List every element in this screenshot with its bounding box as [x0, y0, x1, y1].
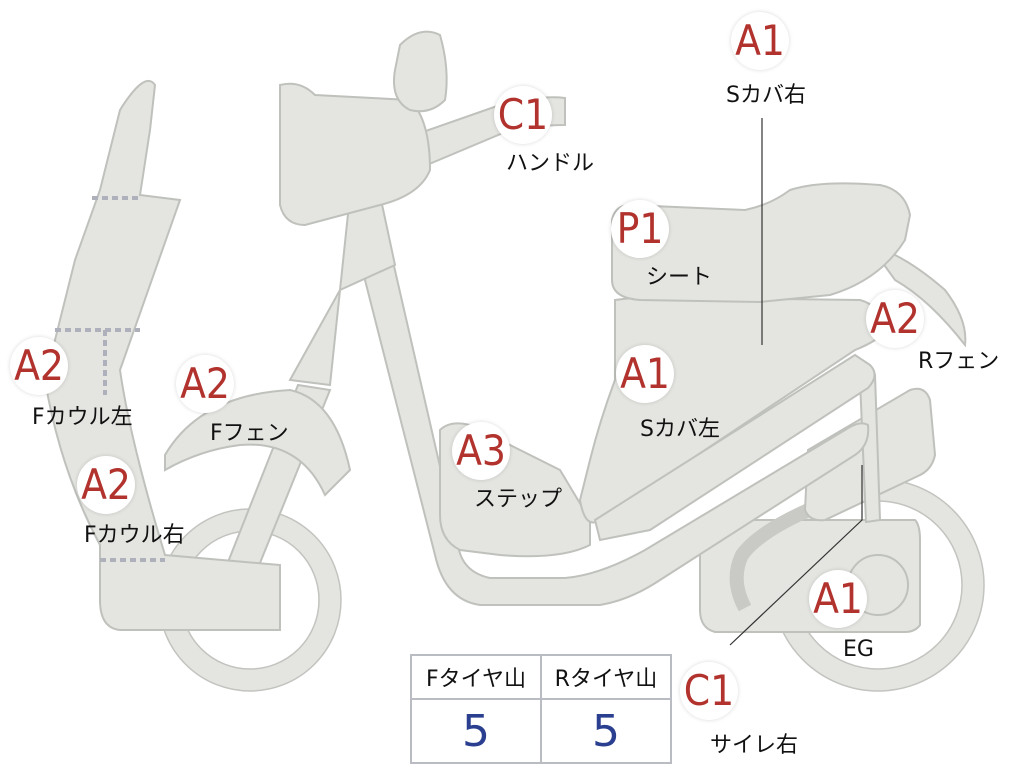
grade-badge-seat: P1 — [611, 200, 669, 258]
grade-badge-side-cover-right: A1 — [731, 12, 789, 70]
cowl-dotted-line-2 — [55, 328, 140, 395]
label-rear-fender: Rフェン — [918, 349, 1000, 374]
grade-badge-front-fender: A2 — [176, 355, 234, 413]
tire-tread-table: Fタイヤ山 Rタイヤ山 5 5 — [410, 654, 672, 764]
label-side-cover-left: Sカバ左 — [640, 417, 720, 442]
grade-badge-muffler-right: C1 — [680, 662, 738, 720]
grade-badge-handle: C1 — [494, 86, 552, 144]
label-front-cowl-right: Fカウル右 — [84, 523, 185, 548]
mirror-shape — [393, 30, 448, 113]
exhaust-pipe — [729, 498, 823, 612]
grade-badge-side-cover-left: A1 — [616, 345, 674, 403]
label-seat: シート — [646, 265, 713, 290]
label-front-cowl-left: Fカウル左 — [32, 405, 133, 430]
seat-shape — [611, 182, 912, 304]
front-tire-header: Fタイヤ山 — [410, 654, 542, 700]
frame-shape — [363, 204, 870, 606]
rear-tire-value: 5 — [540, 698, 672, 764]
front-tire-value: 5 — [410, 698, 542, 764]
head-cover-shape — [279, 82, 432, 227]
grade-badge-rear-fender: A2 — [866, 290, 924, 348]
label-step: ステップ — [474, 487, 563, 512]
leader-line-engine — [729, 465, 863, 646]
side-cover-floor — [593, 353, 876, 542]
grade-badge-front-cowl-left: A2 — [10, 337, 68, 395]
grade-badge-step: A3 — [452, 422, 510, 480]
label-front-fender: Fフェン — [210, 421, 289, 446]
label-handle: ハンドル — [506, 151, 595, 176]
grade-badge-front-cowl-right: A2 — [77, 456, 135, 514]
label-side-cover-right: Sカバ右 — [726, 83, 806, 108]
label-engine: EG — [843, 637, 874, 662]
label-muffler-right: サイレ右 — [710, 733, 799, 758]
rear-tire-header: Rタイヤ山 — [540, 654, 672, 700]
grade-badge-engine: A1 — [809, 570, 867, 628]
